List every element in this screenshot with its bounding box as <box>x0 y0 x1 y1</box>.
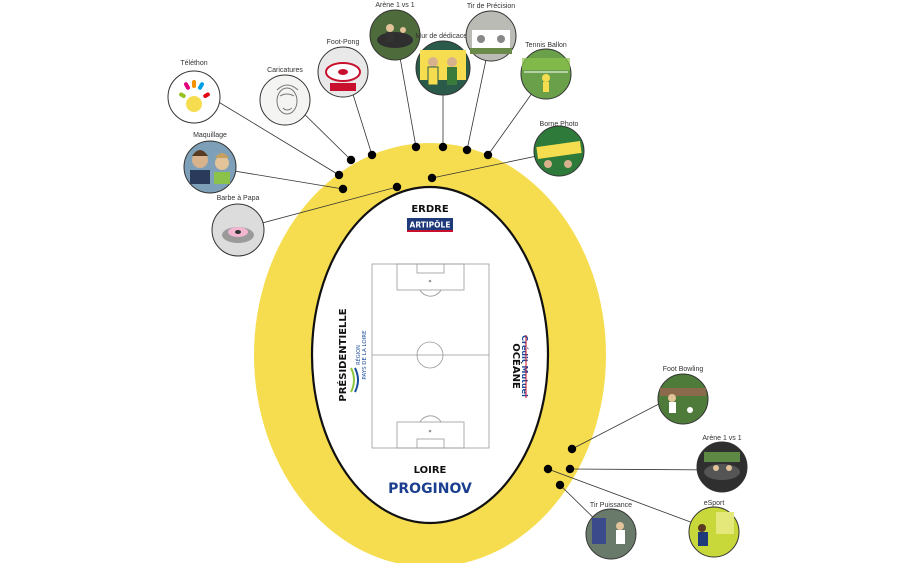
activity-tir-precision[interactable]: Tir de Précision <box>465 3 517 62</box>
activity-telethon[interactable]: Téléthon <box>167 60 221 124</box>
telethon-logo-icon <box>179 80 210 112</box>
stand-north-name: ERDRE <box>411 204 449 215</box>
activity-label: Borne Photo <box>540 121 579 128</box>
activity-label: Tir de Précision <box>467 3 515 10</box>
proginov-sponsor-logo: PROGINOV <box>388 481 472 497</box>
south-penalty-arc <box>419 415 442 423</box>
foot-pong-table-icon <box>325 62 361 91</box>
north-goal-area <box>416 263 445 274</box>
credit-mutuel-text: Crédit Mutuel <box>520 335 530 397</box>
centre-circle <box>416 341 444 369</box>
activity-esport[interactable]: eSport <box>688 500 740 558</box>
activity-label: Barbe à Papa <box>217 195 260 202</box>
esport-photo-icon <box>698 512 734 546</box>
activity-barbe-a-papa[interactable]: Barbe à Papa <box>211 195 265 257</box>
activity-tir-puissance[interactable]: Tir Puissance <box>585 502 637 560</box>
region-pays-de-la-loire-logo: RÉGION PAYS DE LA LOIRE <box>350 330 368 393</box>
region-logo-line1: RÉGION <box>354 345 362 365</box>
tennis-ballon-photo-icon <box>522 58 570 92</box>
signature-wall-photo-icon <box>420 50 466 86</box>
face-paint-photo-icon <box>190 150 230 184</box>
activity-location-dots <box>334 142 577 490</box>
precision-shot-photo-icon <box>470 30 512 54</box>
football-pitch <box>371 263 490 449</box>
caricature-sketch-icon <box>276 84 299 115</box>
activity-label: Tennis Ballon <box>525 42 567 49</box>
activity-label: Foot-Pong <box>327 39 360 46</box>
activity-caricatures[interactable]: Caricatures <box>259 67 311 126</box>
activity-tennis-ballon[interactable]: Tennis Ballon <box>520 42 572 100</box>
activity-label: eSport <box>704 500 725 507</box>
activity-foot-bowling[interactable]: Foot Bowling <box>657 366 709 425</box>
activity-label: Mur de dédicaces <box>415 33 471 40</box>
activity-borne-photo[interactable]: Borne Photo <box>533 121 585 177</box>
photo-booth-photo-icon <box>536 140 582 168</box>
stand-east-name: OCÉANE <box>510 343 523 389</box>
north-penalty-spot <box>428 279 432 283</box>
stand-south-name: LOIRE <box>414 465 447 476</box>
power-shot-photo-icon <box>592 518 625 544</box>
cotton-candy-photo-icon <box>222 227 254 243</box>
activity-label: Téléthon <box>180 60 207 67</box>
arena-photo-icon <box>377 24 413 48</box>
activity-label: Foot Bowling <box>663 366 704 373</box>
artipole-sponsor-logo: ARTIPÔLE <box>407 218 453 232</box>
arena-photo-icon <box>704 452 740 480</box>
activity-label: Tir Puissance <box>590 502 632 509</box>
activity-arene-1vs1-north[interactable]: Arène 1 vs 1 <box>369 2 421 61</box>
activity-label: Maquillage <box>193 132 227 139</box>
activity-label: Caricatures <box>267 67 303 74</box>
north-penalty-arc <box>419 289 442 297</box>
activity-arene-1vs1-south[interactable]: Arène 1 vs 1 <box>696 435 748 493</box>
activity-label: Arène 1 vs 1 <box>375 2 414 9</box>
south-goal-area <box>416 438 445 449</box>
region-logo-line2: PAYS DE LA LOIRE <box>362 330 368 380</box>
activity-mur-dedicaces[interactable]: Mur de dédicaces <box>415 33 471 96</box>
credit-mutuel-logo: Crédit Mutuel <box>520 335 530 398</box>
foot-bowling-photo-icon <box>660 388 706 413</box>
artipole-sponsor-text: ARTIPÔLE <box>410 221 451 230</box>
activity-maquillage[interactable]: Maquillage <box>183 132 237 194</box>
activity-label: Arène 1 vs 1 <box>702 435 741 442</box>
activity-foot-pong[interactable]: Foot-Pong <box>317 39 369 98</box>
stand-west-name: PRÉSIDENTIELLE <box>336 308 349 401</box>
south-penalty-spot <box>428 429 432 433</box>
